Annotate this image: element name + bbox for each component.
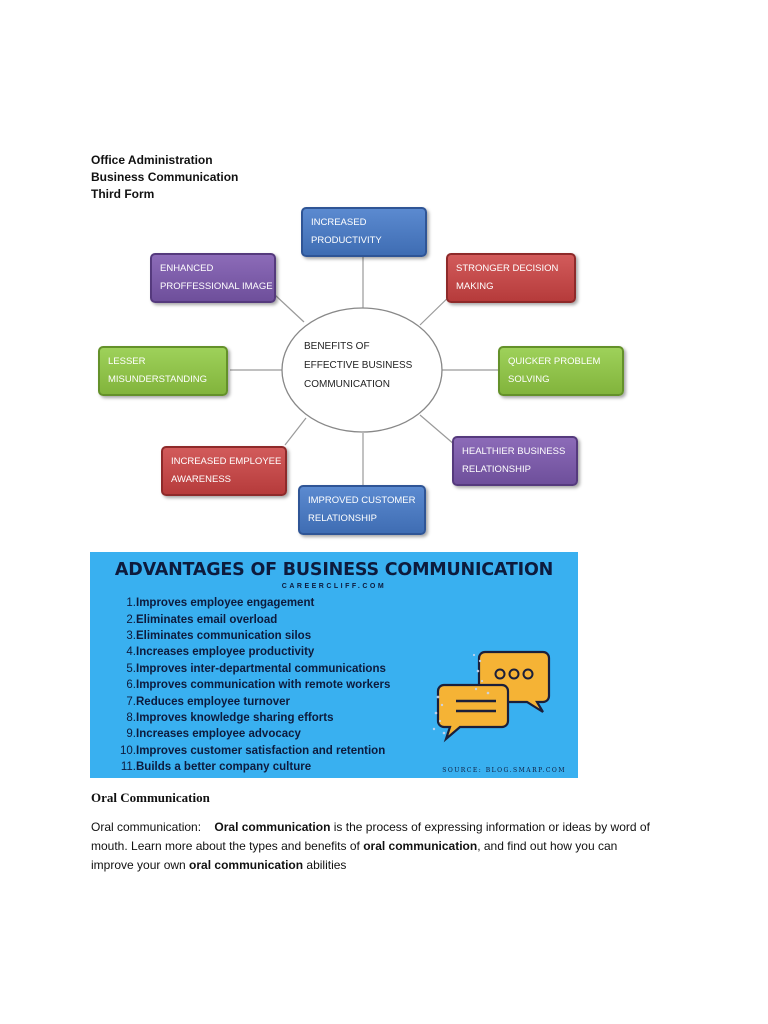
advantage-item: 4.Increases employee productivity: [104, 644, 390, 660]
section-title-oral-communication: Oral Communication: [91, 790, 210, 805]
center-label-line: BENEFITS OF: [304, 341, 370, 352]
paragraph-text: mouth. Learn more about the types and be…: [91, 839, 364, 853]
oral-communication-paragraph: Oral communication: Oral communication i…: [91, 818, 691, 875]
node-line: MISUNDERSTANDING: [108, 374, 208, 385]
center-label-line: COMMUNICATION: [304, 379, 390, 390]
advantage-item: 6.Improves communication with remote wor…: [104, 677, 390, 693]
advantage-number: 3.: [126, 629, 136, 642]
node-line: PRODUCTIVITY: [311, 235, 382, 246]
center-ellipse: [281, 307, 443, 433]
header-topic: Business Communication: [91, 170, 239, 184]
advantage-text: Eliminates communication silos: [136, 629, 312, 642]
advantage-item: 1.Improves employee engagement: [104, 595, 390, 611]
node-line: IMPROVED CUSTOMER: [308, 495, 416, 506]
header-subject: Office Administration: [91, 153, 213, 167]
advantage-item: 9.Increases employee advocacy: [104, 726, 390, 742]
node-improved-customer-relationship: IMPROVED CUSTOMER RELATIONSHIP: [298, 485, 426, 535]
banner-subtitle: CAREERCLIFF.COM: [281, 583, 387, 590]
node-stronger-decision-making: STRONGER DECISION MAKING: [446, 253, 576, 303]
center-label-line: EFFECTIVE BUSINESS: [304, 360, 413, 371]
paragraph-text: is the process of expressing information…: [330, 820, 650, 834]
advantage-text: Improves inter-departmental communicatio…: [136, 662, 386, 675]
advantage-number: 4.: [126, 646, 136, 659]
node-line: SOLVING: [508, 374, 550, 385]
advantage-item: 3.Eliminates communication silos: [104, 628, 390, 644]
advantage-item: 10.Improves customer satisfaction and re…: [104, 743, 390, 759]
advantage-item: 8.Improves knowledge sharing efforts: [104, 710, 390, 726]
advantage-text: Reduces employee turnover: [136, 695, 291, 708]
node-line: STRONGER DECISION: [456, 263, 559, 274]
node-line: RELATIONSHIP: [462, 464, 531, 475]
paragraph-text: improve your own: [91, 858, 190, 872]
node-line: QUICKER PROBLEM: [508, 356, 601, 367]
bold-term: oral communication: [363, 839, 478, 853]
center-label: BENEFITS OF EFFECTIVE BUSINESS COMMUNICA…: [304, 337, 424, 394]
node-line: INCREASED EMPLOYEE: [171, 456, 282, 467]
bold-term: oral communication: [189, 858, 304, 872]
node-quicker-problem-solving: QUICKER PROBLEM SOLVING: [498, 346, 624, 396]
connector-top-left: [274, 294, 305, 323]
banner-source: SOURCE: BLOG.SMARP.COM: [442, 767, 566, 774]
node-line: AWARENESS: [171, 474, 232, 485]
node-line: PROFFESSIONAL IMAGE: [160, 281, 273, 292]
advantage-number: 5.: [126, 662, 136, 675]
diagram-connectors: [230, 255, 500, 488]
advantage-text: Eliminates email overload: [136, 613, 278, 626]
connector-bottom-left: [284, 417, 307, 446]
advantage-number: 6.: [126, 679, 136, 692]
paragraph-text: , and find out how you can: [477, 839, 618, 853]
advantage-item: 5.Improves inter-departmental communicat…: [104, 661, 390, 677]
advantage-text: Improves employee engagement: [136, 597, 315, 610]
node-increased-productivity: INCREASED PRODUCTIVITY: [301, 207, 427, 257]
paragraph-line: Oral communication: Oral communication i…: [91, 818, 691, 837]
connector-bottom-right: [419, 414, 456, 446]
paragraph-line: improve your own oral communication abil…: [91, 856, 691, 875]
advantage-number: 10.: [120, 744, 136, 757]
advantage-text: Increases employee productivity: [136, 646, 315, 659]
paragraph-line: mouth. Learn more about the types and be…: [91, 837, 691, 856]
node-line: HEALTHIER BUSINESS: [462, 446, 566, 457]
advantage-text: Improves communication with remote worke…: [136, 679, 391, 692]
bold-term: Oral communication: [214, 820, 331, 834]
node-line: RELATIONSHIP: [308, 513, 377, 524]
header-form: Third Form: [91, 187, 155, 201]
node-increased-employee-awareness: INCREASED EMPLOYEE AWARENESS: [161, 446, 287, 496]
advantage-number: 11.: [120, 761, 136, 774]
advantage-text: Builds a better company culture: [136, 761, 312, 774]
advantage-number: 1.: [126, 597, 136, 610]
advantage-item: 7.Reduces employee turnover: [104, 693, 390, 709]
node-line: LESSER: [108, 356, 146, 367]
advantage-number: 2.: [126, 613, 136, 626]
node-line: INCREASED: [311, 217, 367, 228]
advantages-banner: ADVANTAGES OF BUSINESS COMMUNICATION CAR…: [90, 552, 578, 778]
advantage-number: 9.: [126, 728, 136, 741]
advantage-text: Improves customer satisfaction and reten…: [136, 744, 386, 757]
advantage-text: Increases employee advocacy: [136, 728, 301, 741]
benefits-diagram: BENEFITS OF EFFECTIVE BUSINESS COMMUNICA…: [90, 200, 650, 545]
node-line: MAKING: [456, 281, 494, 292]
node-enhanced-professional-image: ENHANCED PROFFESSIONAL IMAGE: [150, 253, 276, 303]
advantage-item: 11.Builds a better company culture: [104, 759, 390, 775]
banner-title: ADVANTAGES OF BUSINESS COMMUNICATION: [114, 560, 554, 580]
node-line: ENHANCED: [160, 263, 214, 274]
advantage-number: 7.: [126, 695, 136, 708]
document-header: Office Administration Business Communica…: [91, 152, 238, 203]
chat-bubbles-icon: [432, 650, 551, 743]
advantage-item: 2.Eliminates email overload: [104, 611, 390, 627]
advantage-text: Improves knowledge sharing efforts: [136, 711, 334, 724]
node-healthier-business-relationship: HEALTHIER BUSINESS RELATIONSHIP: [452, 436, 578, 486]
advantage-number: 8.: [126, 711, 136, 724]
paragraph-text: abilities: [303, 858, 347, 872]
node-lesser-misunderstanding: LESSER MISUNDERSTANDING: [98, 346, 228, 396]
definition-label: Oral communication:: [91, 820, 202, 834]
